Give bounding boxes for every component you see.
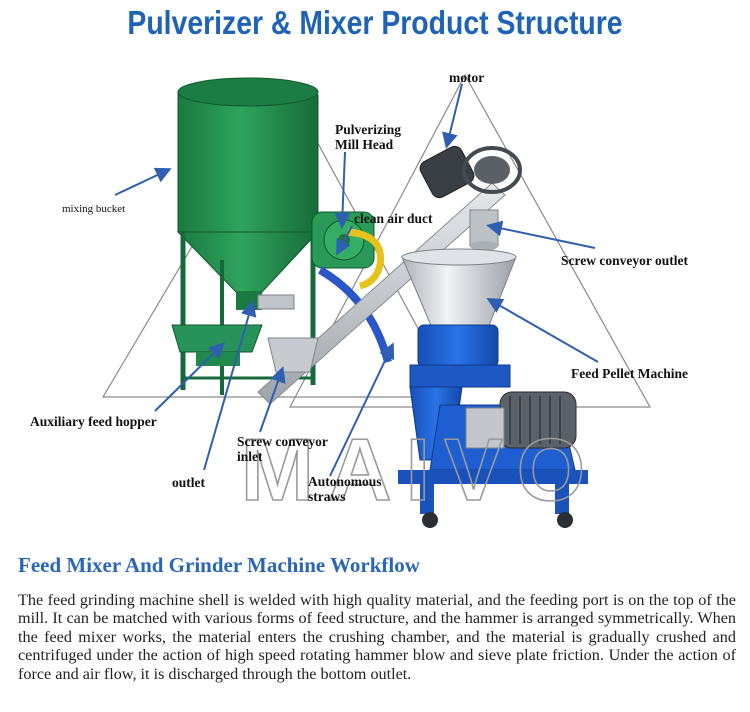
clean-air-duct: [347, 228, 385, 290]
label-autonomous-straws: Autonomous straws: [308, 474, 382, 504]
label-pulverizing-mill-head: Pulverizing Mill Head: [335, 122, 401, 152]
label-pulverizing-line1: Pulverizing: [335, 122, 401, 137]
workflow-heading: Feed Mixer And Grinder Machine Workflow: [18, 553, 420, 577]
label-feed-pellet-machine: Feed Pellet Machine: [571, 366, 688, 381]
conveyor-motor: [419, 145, 522, 199]
product-structure-diagram: MAIVO: [101, 73, 652, 528]
label-autonomous-line1: Autonomous: [308, 474, 382, 489]
label-screw-inlet-line2: inlet: [237, 449, 263, 464]
workflow-paragraph: The feed grinding machine shell is welde…: [18, 591, 736, 683]
label-clean-air-duct: clean air duct: [354, 211, 433, 226]
label-screw-conveyor-outlet: Screw conveyor outlet: [561, 253, 688, 268]
label-motor: motor: [449, 70, 485, 85]
screw-conveyor: [257, 182, 506, 405]
label-screw-conveyor-inlet: Screw conveyor inlet: [237, 434, 328, 464]
label-pulverizing-line2: Mill Head: [335, 137, 394, 152]
label-screw-inlet-line1: Screw conveyor: [237, 434, 328, 449]
label-outlet: outlet: [172, 475, 205, 490]
label-mixing-bucket: mixing bucket: [62, 203, 126, 215]
watermark: MAIVO: [241, 420, 599, 519]
callout-arrows: [114, 83, 599, 477]
electric-motor: [465, 391, 577, 449]
page-title: Pulverizer & Mixer Product Structure: [127, 4, 623, 41]
label-autonomous-line2: straws: [308, 489, 346, 504]
label-auxiliary-feed-hopper: Auxiliary feed hopper: [30, 414, 157, 429]
